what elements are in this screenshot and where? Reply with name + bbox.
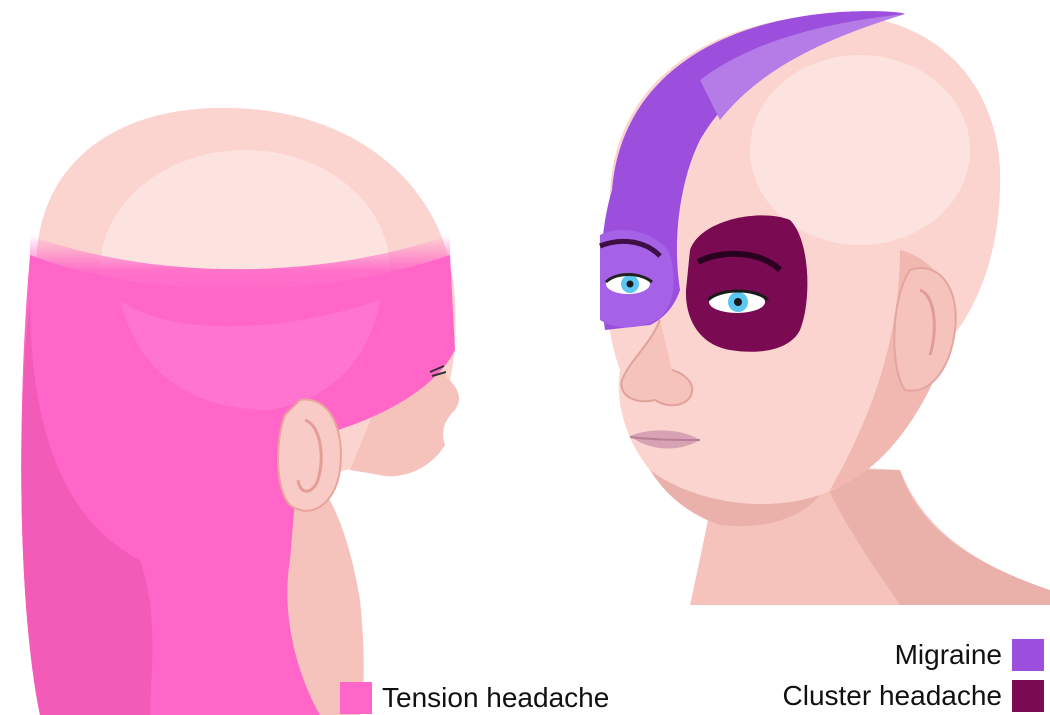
- migraine-label: Migraine: [895, 639, 1002, 671]
- left-pupil: [627, 281, 634, 288]
- legend-cluster-headache: Cluster headache: [783, 680, 1044, 712]
- front-skull-highlight: [750, 55, 970, 245]
- front-ear: [894, 268, 955, 391]
- migraine-swatch: [1012, 639, 1044, 671]
- legend-tension-headache: Tension headache: [340, 682, 609, 714]
- tension-swatch: [340, 682, 372, 714]
- front-head-figure: [600, 11, 1050, 605]
- tension-label: Tension headache: [382, 682, 609, 714]
- cluster-label: Cluster headache: [783, 680, 1002, 712]
- back-ear: [278, 400, 341, 511]
- cluster-swatch: [1012, 680, 1044, 712]
- legend-migraine: Migraine: [895, 639, 1044, 671]
- right-pupil: [734, 298, 742, 306]
- back-head-figure: [21, 108, 459, 715]
- cluster-region: [686, 215, 807, 351]
